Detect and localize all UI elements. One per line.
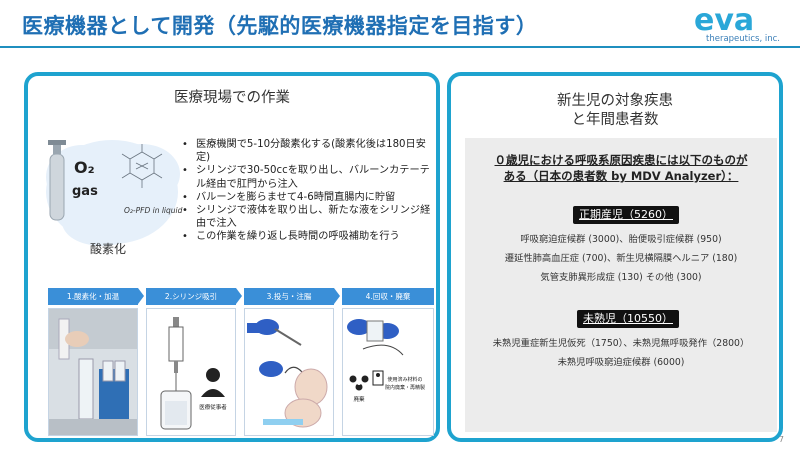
biohazard-icon: [349, 375, 369, 391]
waste-caption: 廃棄: [353, 395, 365, 403]
preterm-infant-label: 未熟児（10550）: [577, 310, 679, 328]
infant-administration-graphic: [245, 309, 333, 435]
iv-bag-icon: [160, 390, 192, 430]
person-icon: [201, 368, 225, 397]
list-item: シリンジで液体を取り出し、新たな液をシリンジ経由で注入: [178, 204, 438, 230]
logo-word: eva: [694, 4, 754, 34]
logo-subtitle: therapeutics, inc.: [706, 34, 780, 44]
list-item: この作業を繰り返し長時間の呼吸補助を行う: [178, 230, 438, 243]
syringe-icon: [274, 328, 302, 346]
disease-panel-title-line-1: 新生児の対象疾患: [557, 93, 673, 109]
oxygen-cloud-graphic: [46, 140, 180, 246]
term-line-2: 遷延性肺高血圧症 (700)、新生児横隔膜ヘルニア (180): [504, 253, 738, 264]
list-item: シリンジで30-50ccを取り出し、バルーンカテーテル経由で肛門から注入: [178, 164, 438, 190]
step-4-label: 4.回収・廃棄: [342, 288, 434, 305]
oxygenation-illustration: O₂ gas O₂-PFD in liquid 酸素化: [42, 122, 192, 272]
patient-stats-box: ０歳児における呼吸系原因疾患には以下のものが ある（日本の患者数 by MDV …: [465, 138, 777, 432]
o2-label: O₂: [74, 158, 95, 177]
oxygenation-caption: 酸素化: [90, 242, 127, 256]
workflow-panel-title: 医療現場での作業: [174, 90, 290, 106]
collection-disposal-graphic: 使用済み材料の 院内廃棄・再精製 廃棄: [343, 309, 433, 435]
step-2-label: 2.シリンジ吸引: [146, 288, 242, 305]
step-2-illustration: 医療従事者: [146, 308, 236, 436]
disposal-caption-1: 使用済み材料の: [387, 376, 422, 383]
step-1-label: 1.酸素化・加温: [48, 288, 144, 305]
slide-title: 医療機器として開発（先駆的医療機器指定を目指す）: [22, 14, 538, 38]
step-4-illustration: 使用済み材料の 院内廃棄・再精製 廃棄: [342, 308, 434, 436]
pfd-label: O₂-PFD in liquid: [124, 206, 183, 215]
title-divider: [0, 46, 800, 48]
recycle-icon: [372, 370, 384, 386]
syringe-graphic: 医療従事者: [147, 309, 235, 435]
workflow-steps-list: 医療機関で5-10分酸素化する(酸素化後は180日安定) シリンジで30-50c…: [178, 138, 438, 244]
stats-heading-line-2: ある（日本の患者数 by MDV Analyzer）：: [503, 169, 739, 183]
step-1-photo: [48, 308, 138, 436]
lab-photo-graphic: [49, 309, 137, 435]
clinical-workflow-panel: 医療現場での作業 O₂ gas O₂-PFD in liquid: [24, 72, 440, 442]
list-item: 医療機関で5-10分酸素化する(酸素化後は180日安定): [178, 138, 438, 164]
process-steps-bar: 1.酸素化・加温 2.シリンジ吸引 3.投与・注腸 4.回収・廃棄: [48, 288, 434, 306]
target-disease-panel: 新生児の対象疾患 と年間患者数 ０歳児における呼吸系原因疾患には以下のものが あ…: [447, 72, 783, 442]
syringe-icon: [168, 317, 184, 391]
company-logo: eva therapeutics, inc.: [692, 4, 782, 46]
disease-panel-title: 新生児の対象疾患 と年間患者数: [451, 92, 779, 130]
term-line-1: 呼吸窮迫症候群 (3000)、胎便吸引症候群 (950): [520, 234, 722, 245]
term-infant-label: 正期産児（5260）: [573, 206, 679, 224]
gas-cylinder-icon: [48, 140, 66, 221]
preterm-line-2: 未熟児呼吸窮迫症候群 (6000): [557, 357, 685, 368]
page-number: 7: [778, 435, 784, 444]
disposal-caption-2: 院内廃棄・再精製: [385, 384, 425, 391]
eva-logo-mark: eva: [694, 4, 754, 34]
step-3-illustration: [244, 308, 334, 436]
molecule-icon: [121, 144, 163, 188]
stats-heading: ０歳児における呼吸系原因疾患には以下のものが ある（日本の患者数 by MDV …: [465, 152, 777, 184]
term-line-3: 気管支肺異形成症 (130) その他 (300): [540, 272, 702, 283]
gloved-hand-icon: [259, 361, 283, 377]
gloved-hand-icon: [247, 319, 279, 335]
list-item: バルーンを膨らませて4-6時間直腸内に貯留: [178, 191, 438, 204]
stats-heading-line-1: ０歳児における呼吸系原因疾患には以下のものが: [494, 153, 748, 167]
disease-panel-title-line-2: と年間患者数: [571, 112, 659, 128]
step-3-label: 3.投与・注腸: [244, 288, 340, 305]
preterm-line-1: 未熟児重症新生児仮死（1750）、未熟児無呼吸発作（2800）: [492, 338, 750, 349]
medical-staff-caption: 医療従事者: [199, 403, 227, 411]
gas-label: gas: [72, 184, 98, 199]
